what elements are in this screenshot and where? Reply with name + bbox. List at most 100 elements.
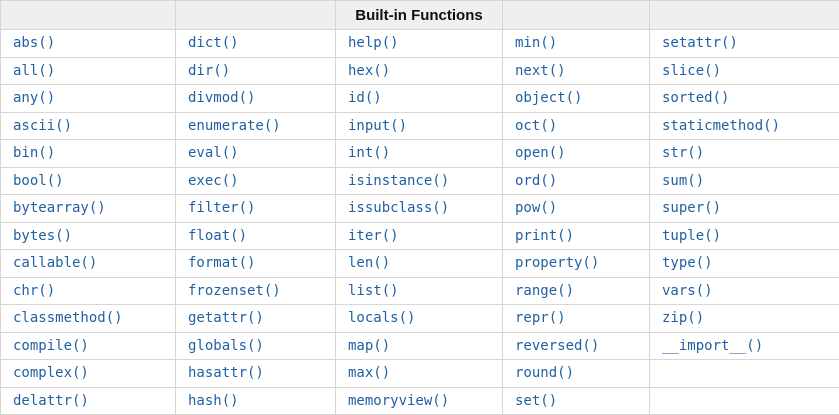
- function-link[interactable]: callable(): [13, 255, 98, 272]
- function-link[interactable]: sorted(): [662, 90, 730, 107]
- function-link[interactable]: round(): [515, 365, 575, 382]
- function-link[interactable]: set(): [515, 392, 558, 409]
- function-link[interactable]: print(): [515, 227, 575, 244]
- function-link[interactable]: frozenset(): [188, 282, 281, 299]
- function-link[interactable]: enumerate(): [188, 117, 281, 134]
- function-link[interactable]: ord(): [515, 172, 558, 189]
- function-cell: all(): [0, 56, 176, 85]
- function-link[interactable]: divmod(): [188, 90, 256, 107]
- function-link[interactable]: slice(): [662, 62, 722, 79]
- function-link[interactable]: bytes(): [13, 227, 73, 244]
- function-cell: abs(): [0, 29, 176, 58]
- table-row: complex() hasattr() max() round(): [0, 359, 839, 388]
- function-cell: map(): [335, 331, 503, 360]
- function-link[interactable]: any(): [13, 90, 56, 107]
- function-link[interactable]: dir(): [188, 62, 231, 79]
- function-link[interactable]: hash(): [188, 392, 239, 409]
- function-link[interactable]: locals(): [348, 310, 416, 327]
- function-link[interactable]: oct(): [515, 117, 558, 134]
- function-cell: id(): [335, 84, 503, 113]
- function-link[interactable]: max(): [348, 365, 391, 382]
- function-link[interactable]: setattr(): [662, 35, 738, 52]
- function-cell: min(): [502, 29, 650, 58]
- function-link[interactable]: type(): [662, 255, 713, 272]
- function-link[interactable]: filter(): [188, 200, 256, 217]
- function-cell: delattr(): [0, 386, 176, 415]
- function-link[interactable]: input(): [348, 117, 408, 134]
- function-cell: staticmethod(): [649, 111, 839, 140]
- function-link[interactable]: pow(): [515, 200, 558, 217]
- function-link[interactable]: reversed(): [515, 337, 600, 354]
- function-link[interactable]: str(): [662, 145, 705, 162]
- function-link[interactable]: delattr(): [13, 392, 89, 409]
- function-cell: hex(): [335, 56, 503, 85]
- function-link[interactable]: bool(): [13, 172, 64, 189]
- function-link[interactable]: iter(): [348, 227, 399, 244]
- function-link[interactable]: issubclass(): [348, 200, 450, 217]
- function-link[interactable]: isinstance(): [348, 172, 450, 189]
- function-link[interactable]: classmethod(): [13, 310, 123, 327]
- function-link[interactable]: sum(): [662, 172, 705, 189]
- function-link[interactable]: all(): [13, 62, 56, 79]
- function-cell: memoryview(): [335, 386, 503, 415]
- function-link[interactable]: map(): [348, 337, 391, 354]
- header-cell-2: [175, 0, 336, 30]
- function-cell: issubclass(): [335, 194, 503, 223]
- function-link[interactable]: bytearray(): [13, 200, 106, 217]
- function-link[interactable]: memoryview(): [348, 392, 450, 409]
- table-body: abs() dict() help() min() setattr() all() dir(…: [0, 29, 839, 415]
- function-link[interactable]: exec(): [188, 172, 239, 189]
- function-link[interactable]: float(): [188, 227, 248, 244]
- function-link[interactable]: range(): [515, 282, 575, 299]
- function-link[interactable]: __import__(): [662, 337, 764, 354]
- header-row: Built-in Functions: [0, 0, 839, 30]
- function-link[interactable]: bin(): [13, 145, 56, 162]
- function-link[interactable]: chr(): [13, 282, 56, 299]
- function-link[interactable]: min(): [515, 35, 558, 52]
- function-cell: input(): [335, 111, 503, 140]
- function-cell: dict(): [175, 29, 336, 58]
- function-cell: classmethod(): [0, 304, 176, 333]
- function-link[interactable]: zip(): [662, 310, 705, 327]
- function-link[interactable]: help(): [348, 35, 399, 52]
- function-cell: bytearray(): [0, 194, 176, 223]
- function-link[interactable]: repr(): [515, 310, 566, 327]
- function-link[interactable]: staticmethod(): [662, 117, 781, 134]
- function-link[interactable]: super(): [662, 200, 722, 217]
- function-cell: globals(): [175, 331, 336, 360]
- function-link[interactable]: vars(): [662, 282, 713, 299]
- function-link[interactable]: ascii(): [13, 117, 73, 134]
- table-title: Built-in Functions: [335, 0, 503, 30]
- function-link[interactable]: list(): [348, 282, 399, 299]
- function-link[interactable]: tuple(): [662, 227, 722, 244]
- function-link[interactable]: property(): [515, 255, 600, 272]
- function-cell: sum(): [649, 166, 839, 195]
- function-cell: iter(): [335, 221, 503, 250]
- function-link[interactable]: compile(): [13, 337, 89, 354]
- function-link[interactable]: open(): [515, 145, 566, 162]
- function-link[interactable]: object(): [515, 90, 583, 107]
- table-row: bytearray() filter() issubclass() pow() supe…: [0, 194, 839, 223]
- function-link[interactable]: dict(): [188, 35, 239, 52]
- function-cell: divmod(): [175, 84, 336, 113]
- function-link[interactable]: id(): [348, 90, 382, 107]
- table-row: delattr() hash() memoryview() set(): [0, 386, 839, 415]
- function-link[interactable]: abs(): [13, 35, 56, 52]
- function-link[interactable]: hex(): [348, 62, 391, 79]
- table-row: bool() exec() isinstance() ord() sum(): [0, 166, 839, 195]
- function-cell: range(): [502, 276, 650, 305]
- function-link[interactable]: int(): [348, 145, 391, 162]
- function-link[interactable]: next(): [515, 62, 566, 79]
- function-cell: dir(): [175, 56, 336, 85]
- header-cell-5: [649, 0, 839, 30]
- function-link[interactable]: getattr(): [188, 310, 264, 327]
- function-cell: hash(): [175, 386, 336, 415]
- function-link[interactable]: format(): [188, 255, 256, 272]
- function-link[interactable]: complex(): [13, 365, 89, 382]
- function-link[interactable]: globals(): [188, 337, 264, 354]
- function-link[interactable]: hasattr(): [188, 365, 264, 382]
- function-link[interactable]: len(): [348, 255, 391, 272]
- function-link[interactable]: eval(): [188, 145, 239, 162]
- function-cell: property(): [502, 249, 650, 278]
- function-cell: slice(): [649, 56, 839, 85]
